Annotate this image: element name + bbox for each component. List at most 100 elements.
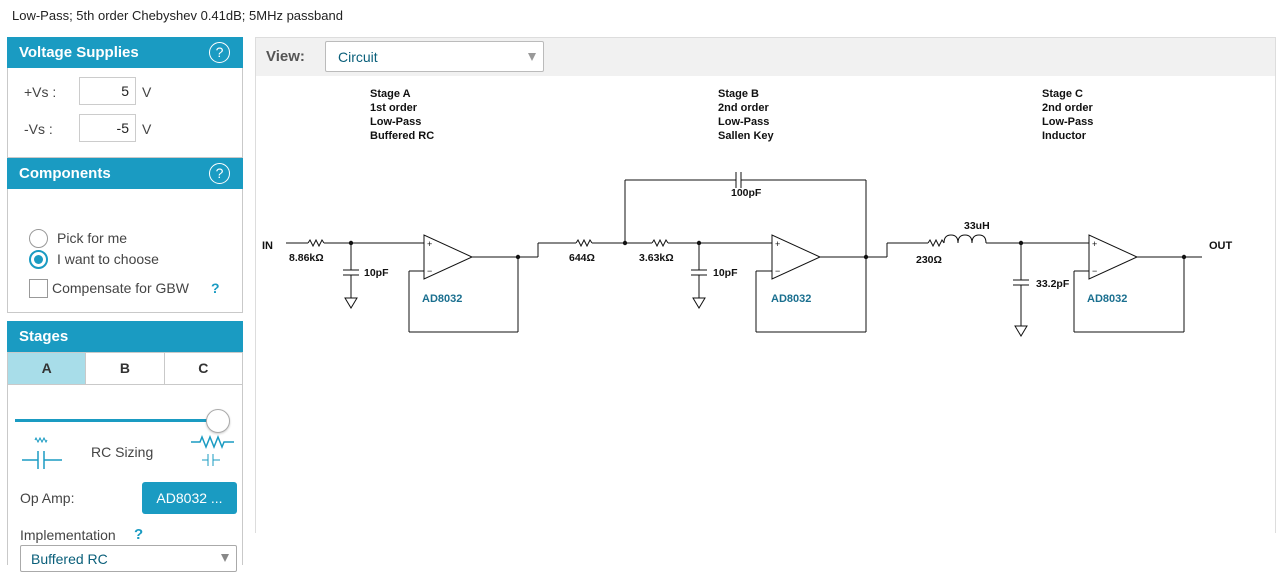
stage-c-title: Stage C bbox=[1042, 88, 1083, 100]
junction-dot bbox=[622, 240, 628, 246]
opamp-b-triangle bbox=[771, 234, 822, 280]
c2-value: 10pF bbox=[713, 267, 738, 279]
positive-supply-row: +Vs : V bbox=[8, 75, 242, 107]
opamp-b-plus: + bbox=[775, 239, 780, 249]
components-header: Components ? bbox=[7, 158, 243, 189]
ground-icon bbox=[344, 297, 358, 309]
implementation-select[interactable]: Buffered RC bbox=[20, 545, 237, 572]
stage-c-order: 2nd order bbox=[1042, 102, 1093, 114]
i-want-to-choose-label: I want to choose bbox=[57, 251, 159, 267]
positive-supply-input[interactable] bbox=[79, 77, 136, 105]
op-amp-label: Op Amp: bbox=[20, 490, 75, 506]
opamp-b-label: AD8032 bbox=[771, 293, 811, 305]
output-label: OUT bbox=[1209, 240, 1233, 252]
components-panel: Pick for me I want to choose Compensate … bbox=[7, 189, 243, 313]
tab-stage-a[interactable]: A bbox=[7, 352, 87, 385]
junction-dot bbox=[515, 254, 521, 260]
negative-supply-label: -Vs : bbox=[24, 121, 53, 137]
negative-supply-row: -Vs : V bbox=[8, 112, 242, 144]
tab-stage-b[interactable]: B bbox=[86, 352, 165, 385]
compensate-gbw-checkbox[interactable] bbox=[29, 279, 48, 298]
stage-b-order: 2nd order bbox=[718, 102, 769, 114]
stage-a-order: 1st order bbox=[370, 102, 418, 114]
components-title: Components bbox=[19, 165, 111, 182]
stage-settings-panel: RC Sizing Op Amp: AD8032 ... Implementat… bbox=[7, 385, 243, 572]
stage-c-type: Low-Pass bbox=[1042, 116, 1093, 128]
tab-stage-c[interactable]: C bbox=[164, 352, 243, 385]
r4-value: 230Ω bbox=[916, 254, 942, 266]
stage-a-type: Low-Pass bbox=[370, 116, 421, 128]
stage-a-title: Stage A bbox=[370, 88, 411, 100]
compensate-help-icon[interactable]: ? bbox=[211, 280, 220, 296]
large-resistor-capacitor-icon bbox=[191, 435, 234, 466]
junction-dot bbox=[1181, 254, 1187, 260]
view-toolbar: View: Circuit bbox=[256, 38, 1275, 76]
view-value: Circuit bbox=[338, 49, 378, 65]
view-label: View: bbox=[266, 48, 305, 65]
c1-value: 10pF bbox=[364, 267, 389, 279]
circuit-diagram: Stage A 1st order Low-Pass Buffered RC S… bbox=[262, 88, 1233, 337]
opamp-c-plus: + bbox=[1092, 239, 1097, 249]
r2-value: 644Ω bbox=[569, 252, 595, 264]
r1-resistor-icon bbox=[307, 238, 325, 248]
stage-c-topology: Inductor bbox=[1042, 130, 1087, 142]
junction-dot bbox=[863, 254, 869, 260]
opamp-a-triangle bbox=[423, 234, 474, 280]
voltage-supplies-panel: +Vs : V -Vs : V bbox=[7, 68, 243, 158]
ground-icon bbox=[1014, 325, 1028, 337]
r3-resistor-icon bbox=[651, 238, 669, 248]
r1-value: 8.86kΩ bbox=[289, 252, 324, 264]
opamp-a-label: AD8032 bbox=[422, 293, 462, 305]
stages-title: Stages bbox=[19, 328, 69, 345]
voltage-supplies-header: Voltage Supplies ? bbox=[7, 37, 243, 68]
junction-dot bbox=[696, 240, 702, 246]
view-select[interactable]: Circuit bbox=[325, 41, 544, 72]
sidebar: Voltage Supplies ? +Vs : V -Vs : V Compo… bbox=[7, 37, 243, 572]
help-icon[interactable]: ? bbox=[209, 163, 230, 184]
c3-value: 33.2pF bbox=[1036, 278, 1070, 290]
opamp-a-plus: + bbox=[427, 239, 432, 249]
implementation-label: Implementation bbox=[20, 527, 116, 543]
stage-a-topology: Buffered RC bbox=[370, 130, 434, 142]
opamp-b-minus: − bbox=[775, 266, 780, 276]
stages-header: Stages bbox=[7, 321, 243, 352]
opamp-a-minus: − bbox=[427, 266, 432, 276]
ground-icon bbox=[692, 297, 706, 309]
rc-sizing-slider-track[interactable] bbox=[15, 419, 229, 422]
r3-value: 3.63kΩ bbox=[639, 252, 674, 264]
voltage-supplies-title: Voltage Supplies bbox=[19, 44, 139, 61]
page-title: Low-Pass; 5th order Chebyshev 0.41dB; 5M… bbox=[12, 8, 343, 23]
stage-tabs: A B C bbox=[7, 352, 243, 385]
l1-inductor-icon bbox=[943, 234, 987, 244]
pick-for-me-label: Pick for me bbox=[57, 230, 128, 246]
rc-sizing-slider-handle[interactable] bbox=[206, 409, 230, 433]
opamp-c-triangle bbox=[1088, 234, 1139, 280]
chevron-down-icon bbox=[221, 554, 229, 562]
main-panel: View: Circuit Stage A 1st order Low-Pass… bbox=[255, 37, 1276, 533]
positive-supply-label: +Vs : bbox=[24, 84, 57, 100]
implementation-help-icon[interactable]: ? bbox=[134, 526, 144, 543]
l1-value: 33uH bbox=[964, 220, 990, 232]
op-amp-select-button[interactable]: AD8032 ... bbox=[142, 482, 237, 514]
r4-resistor-icon bbox=[927, 238, 945, 248]
compensate-gbw-label: Compensate for GBW bbox=[52, 280, 189, 296]
implementation-value: Buffered RC bbox=[31, 551, 108, 567]
positive-supply-unit: V bbox=[142, 84, 152, 100]
rc-sizing-label: RC Sizing bbox=[91, 444, 154, 460]
c-feedback-value: 100pF bbox=[731, 187, 762, 199]
stage-b-topology: Sallen Key bbox=[718, 130, 775, 142]
opamp-c-label: AD8032 bbox=[1087, 293, 1127, 305]
junction-dot bbox=[348, 240, 354, 246]
pick-for-me-radio[interactable] bbox=[29, 229, 48, 248]
stage-b-type: Low-Pass bbox=[718, 116, 769, 128]
r2-resistor-icon bbox=[575, 238, 593, 248]
opamp-c-minus: − bbox=[1092, 266, 1097, 276]
input-label: IN bbox=[262, 240, 273, 252]
i-want-to-choose-radio[interactable] bbox=[29, 250, 48, 269]
negative-supply-unit: V bbox=[142, 121, 152, 137]
small-resistor-capacitor-icon bbox=[22, 436, 62, 469]
negative-supply-input[interactable] bbox=[79, 114, 136, 142]
junction-dot bbox=[1018, 240, 1024, 246]
stage-b-title: Stage B bbox=[718, 88, 759, 100]
help-icon[interactable]: ? bbox=[209, 42, 230, 63]
